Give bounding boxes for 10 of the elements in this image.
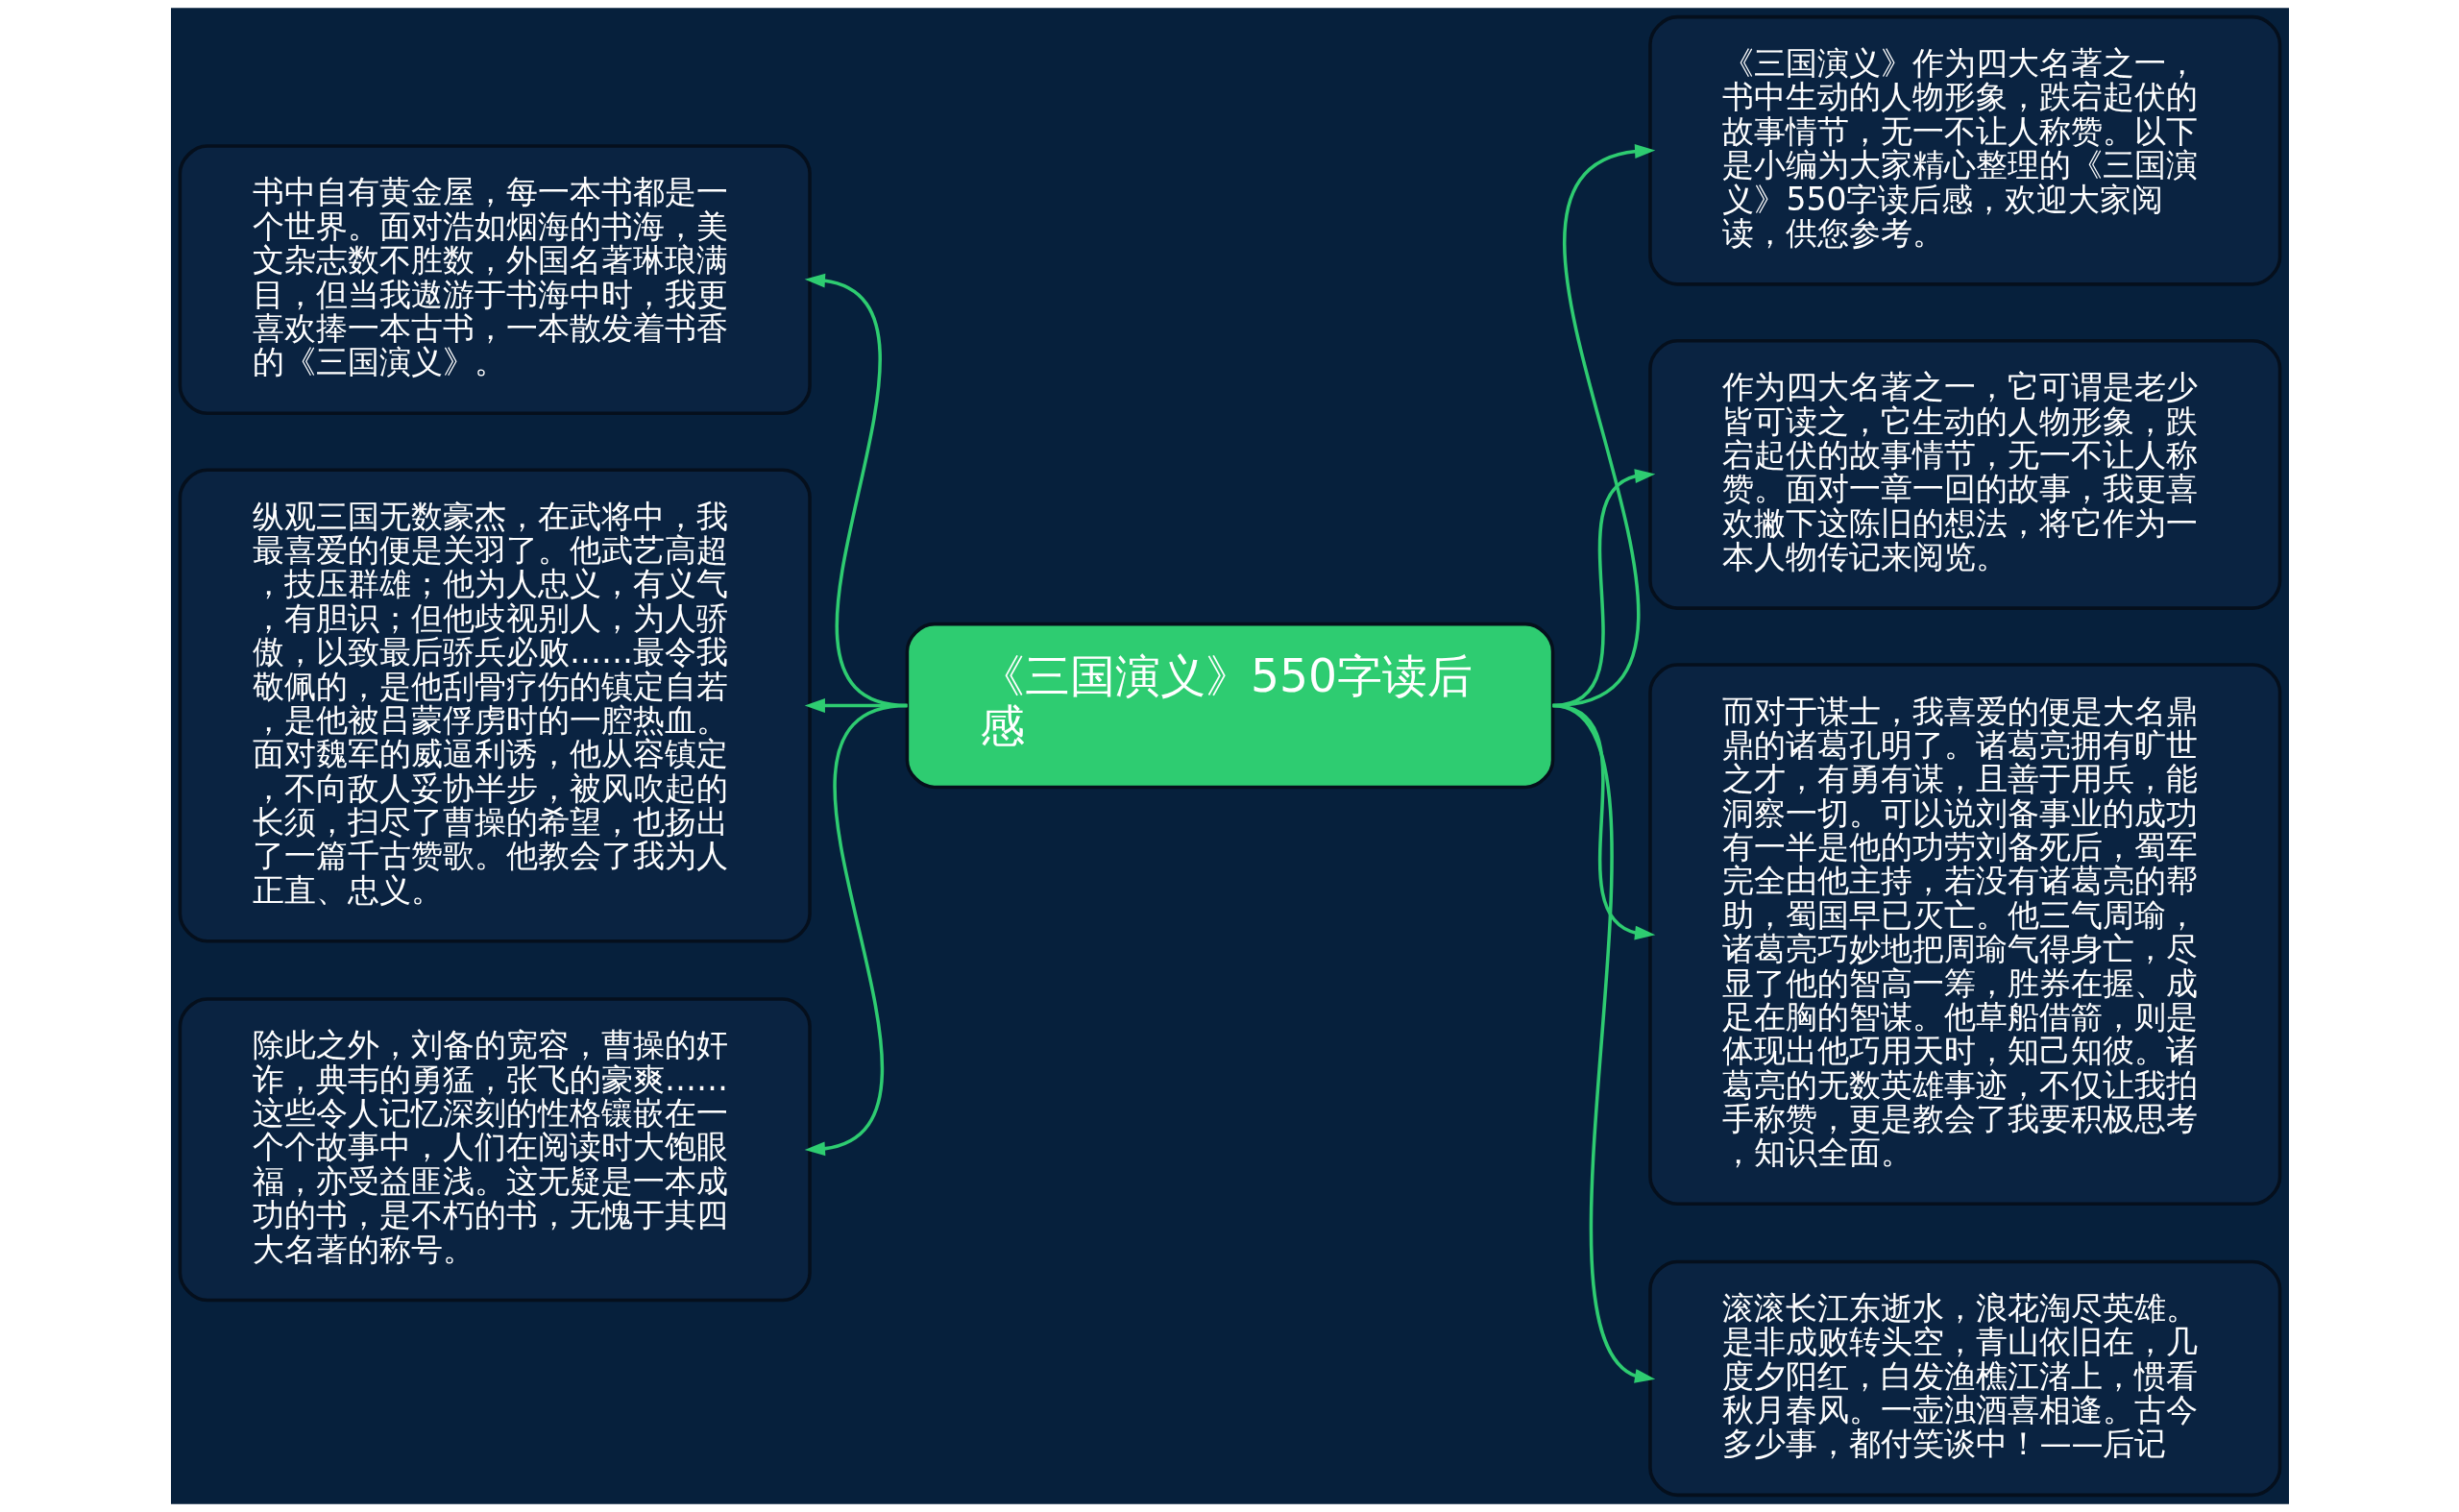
arrow <box>804 703 908 1157</box>
node-box: 书中自有黄金屋，每一本书都是一个世界。面对浩如烟海的书海，美文杂志数不胜数，外国名著琳琅满目，但当我遨游于书海中时，我更喜欢捧一本古书，一本散发着书香的《三国演义》。 <box>178 144 812 416</box>
arrow <box>1551 703 1655 1383</box>
node-box: 作为四大名著之一，它可谓是老少皆可读之，它生动的人物形象，跌宕起伏的故事情节，无一不让人称赞。面对一章一回的故事，我更喜欢撇下这陈旧的想法，将它作为一本人物传记来阅览。 <box>1647 339 2281 610</box>
node-box: 纵观三国无数豪杰，在武将中，我最喜爱的便是关羽了。他武艺高超，技压群雄；他为人忠义，有义气，有胆识；但他歧视别人，为人骄傲，以致最后骄兵必败……最令我敬佩的，是他刮骨疗伤的镇定自若，是他被吕蒙俘虏时的一腔热血。面对魏军的威逼利诱，他从容镇定，不向敌人妥协半步，被风吹起的长须，扫尽了曹操的希望，也扬出了一篇千古赞歌。他教会了我为人正直、忠义。 <box>178 468 812 943</box>
node-box: 《三国演义》550字读后感 <box>905 622 1554 790</box>
node-box: 除此之外，刘备的宽容，曹操的奸诈，典韦的勇猛，张飞的豪爽……这些令人记忆深刻的性格镶嵌在一个个故事中，人们在阅读时大饱眼福，亦受益匪浅。这无疑是一本成功的书，是不朽的书，无愧于其四大名著的称号。 <box>178 997 812 1303</box>
node-box: 《三国演义》作为四大名著之一，书中生动的人物形象，跌宕起伏的故事情节，无一不让人称赞。以下是小编为大家精心整理的《三国演义》550字读后感，欢迎大家阅读，供您参考。 <box>1647 14 2281 286</box>
node-box: 滚滚长江东逝水，浪花淘尽英雄。是非成败转头空，青山依旧在，几度夕阳红，白发渔樵江渚上，惯看秋月春风。一壶浊酒喜相逢。古今多少事，都付笑谈中！——后记 <box>1647 1259 2281 1498</box>
node-box: 而对于谋士，我喜爱的便是大名鼎鼎的诸葛孔明了。诸葛亮拥有旷世之才，有勇有谋，且善于用兵，能洞察一切。可以说刘备事业的成功有一半是他的功劳刘备死后，蜀军完全由他主持，若没有诸葛亮的帮助，蜀国早已灭亡。他三气周瑜，诸葛亮巧妙地把周瑜气得身亡，尽显了他的智高一筹，胜券在握、成足在胸的智谋。他草船借箭，则是体现出他巧用天时，知己知彼。诸葛亮的无数英雄事迹，不仅让我拍手称赞，更是教会了我要积极思考，知识全面。 <box>1647 663 2281 1207</box>
